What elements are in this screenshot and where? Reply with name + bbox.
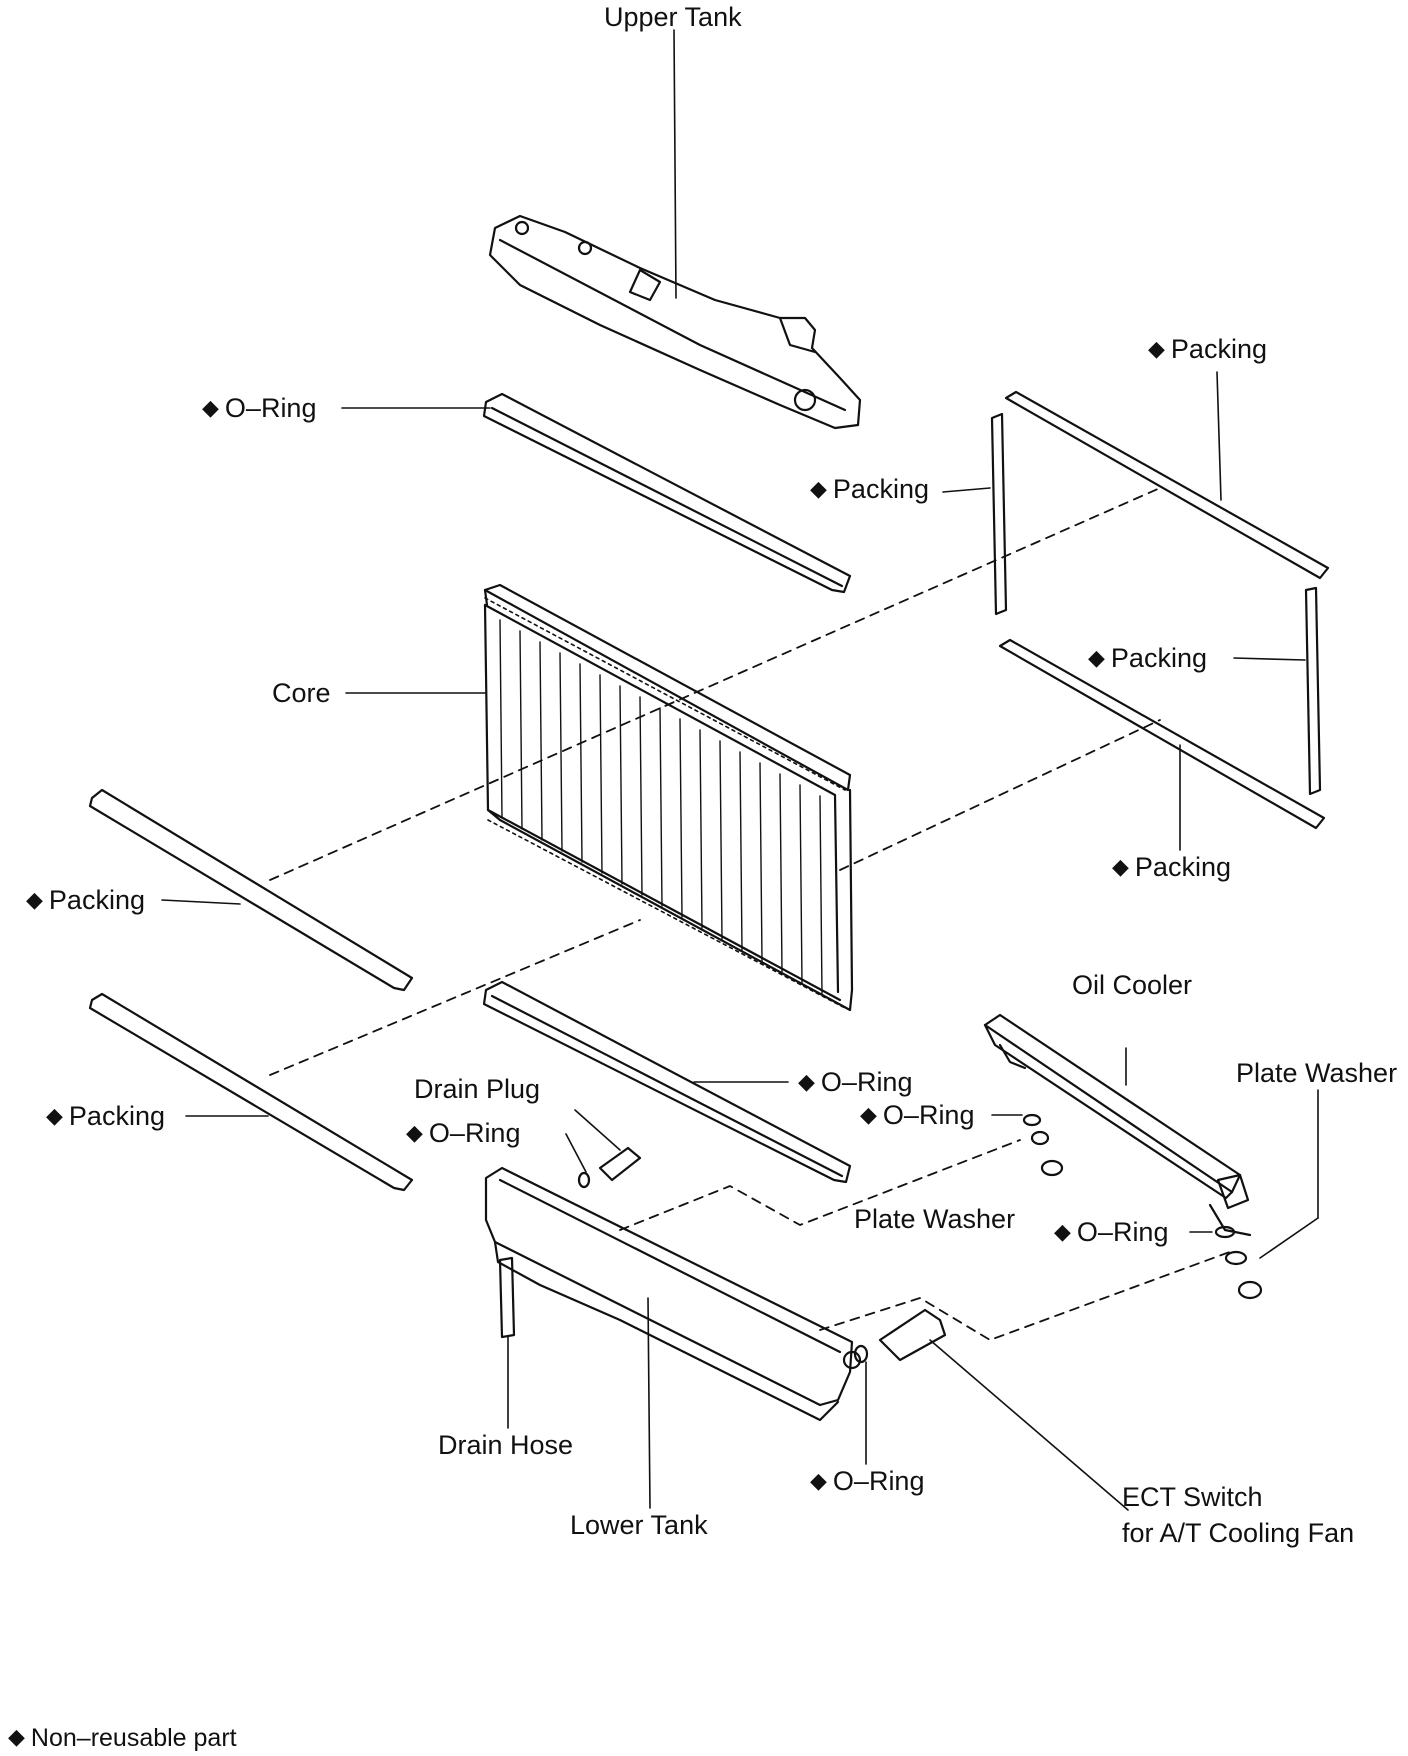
label-o-ring-upper: ◆O–Ring bbox=[202, 393, 317, 423]
non-reusable-diamond-icon: ◆ bbox=[26, 887, 43, 912]
label-o-ring-plate-washer: ◆O–Ring bbox=[1054, 1217, 1169, 1247]
oil-cooler-part bbox=[983, 1013, 1252, 1237]
label-o-ring-oil-cooler: ◆O–Ring bbox=[860, 1100, 975, 1130]
label-ect-switch-line2: for A/T Cooling Fan bbox=[1122, 1518, 1355, 1548]
upper-tank-part bbox=[488, 214, 862, 430]
non-reusable-diamond-icon: ◆ bbox=[46, 1103, 63, 1128]
label-core: Core bbox=[272, 678, 331, 708]
lower-o-ring-part bbox=[482, 980, 852, 1184]
non-reusable-diamond-icon: ◆ bbox=[1054, 1219, 1071, 1244]
label-lower-tank: Lower Tank bbox=[570, 1510, 708, 1540]
label-packing-left-upper: ◆Packing bbox=[26, 885, 145, 915]
label-oil-cooler: Oil Cooler bbox=[1072, 970, 1193, 1000]
radiator-core-part bbox=[483, 583, 854, 1012]
label-plate-washer-right: Plate Washer bbox=[1236, 1058, 1398, 1088]
non-reusable-diamond-icon: ◆ bbox=[1148, 336, 1165, 361]
dashed-alignment-lines bbox=[269, 487, 1236, 1341]
non-reusable-diamond-icon: ◆ bbox=[810, 476, 827, 501]
label-packing-lower-right: ◆Packing bbox=[1112, 852, 1231, 882]
label-drain-plug: Drain Plug bbox=[414, 1074, 541, 1104]
non-reusable-diamond-icon: ◆ bbox=[202, 395, 219, 420]
label-drain-hose: Drain Hose bbox=[438, 1430, 574, 1460]
lower-tank-part bbox=[484, 1166, 862, 1422]
packing-parts-right bbox=[990, 390, 1330, 830]
label-o-ring-ect-switch: ◆O–Ring bbox=[810, 1466, 925, 1496]
label-upper-tank: Upper Tank bbox=[604, 2, 742, 32]
legend-non-reusable-part: ◆Non–reusable part bbox=[8, 1724, 237, 1752]
label-o-ring-drain-plug: ◆O–Ring bbox=[406, 1118, 521, 1148]
label-packing-left-lower: ◆Packing bbox=[46, 1101, 165, 1131]
label-packing-vertical-left: ◆Packing bbox=[810, 474, 929, 504]
non-reusable-diamond-icon: ◆ bbox=[810, 1468, 827, 1493]
non-reusable-diamond-icon: ◆ bbox=[860, 1102, 877, 1127]
non-reusable-diamond-icon: ◆ bbox=[798, 1069, 815, 1094]
label-ect-switch-line1: ECT Switch bbox=[1122, 1482, 1263, 1512]
small-parts bbox=[498, 1113, 1263, 1364]
label-plate-washer-center: Plate Washer bbox=[854, 1204, 1016, 1234]
leader-lines bbox=[161, 29, 1319, 1511]
label-packing-top-right: ◆Packing bbox=[1148, 334, 1267, 364]
packing-parts-left bbox=[88, 788, 414, 1192]
label-o-ring-lower: ◆O–Ring bbox=[798, 1067, 913, 1097]
non-reusable-diamond-icon: ◆ bbox=[8, 1724, 25, 1749]
non-reusable-diamond-icon: ◆ bbox=[406, 1120, 423, 1145]
upper-o-ring-part bbox=[482, 392, 852, 594]
non-reusable-diamond-icon: ◆ bbox=[1088, 645, 1105, 670]
non-reusable-diamond-icon: ◆ bbox=[1112, 854, 1129, 879]
label-packing-middle-right: ◆Packing bbox=[1088, 643, 1207, 673]
